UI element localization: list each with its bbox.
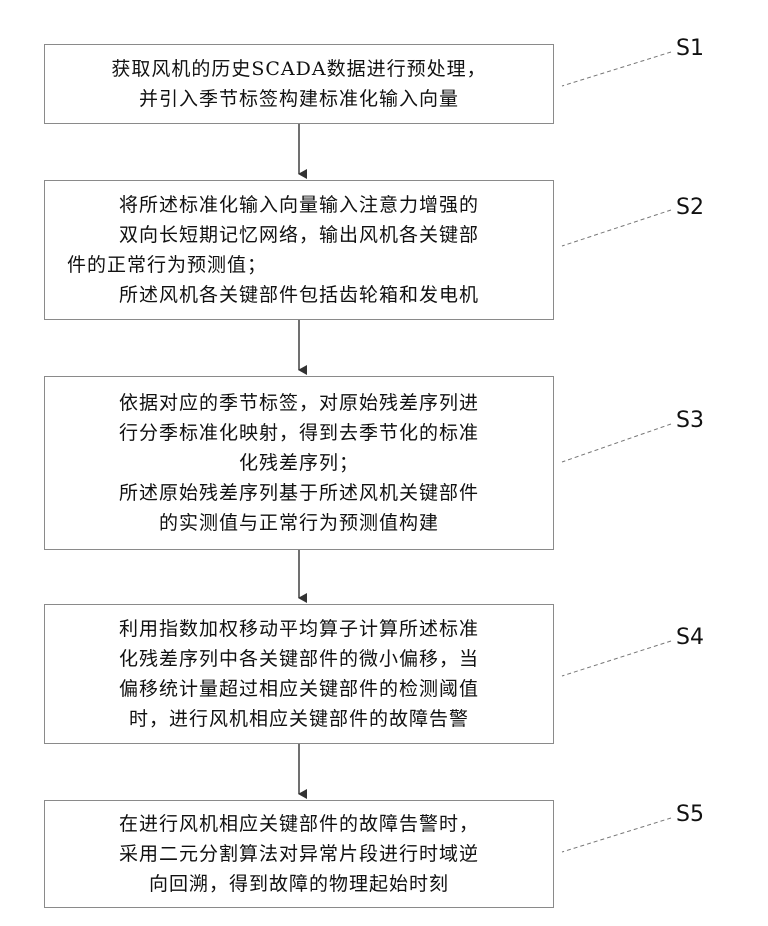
step-s3-line-3: 化残差序列； (45, 448, 553, 478)
step-s2-line-3: 件的正常行为预测值； (45, 250, 553, 280)
step-s5-line-1: 在进行风机相应关键部件的故障告警时， (45, 809, 553, 839)
step-s4-line-4: 时，进行风机相应关键部件的故障告警 (45, 704, 553, 734)
step-s3-line-4: 所述原始残差序列基于所述风机关键部件 (45, 478, 553, 508)
step-s2-line-1: 将所述标准化输入向量输入注意力增强的 (45, 190, 553, 220)
step-s4-line-2: 化残差序列中各关键部件的微小偏移，当 (45, 644, 553, 674)
step-label-s4: S4 (676, 625, 704, 650)
step-label-s1: S1 (676, 36, 704, 61)
leader-s1 (562, 52, 671, 86)
leader-s4 (562, 641, 671, 676)
step-s5-line-3: 向回溯，得到故障的物理起始时刻 (45, 869, 553, 899)
step-s3-line-2: 行分季标准化映射，得到去季节化的标准 (45, 418, 553, 448)
leader-s5 (562, 818, 671, 852)
step-s2-line-4: 所述风机各关键部件包括齿轮箱和发电机 (45, 280, 553, 310)
step-box-s1: 获取风机的历史SCADA数据进行预处理， 并引入季节标签构建标准化输入向量 (44, 44, 554, 124)
step-label-s2: S2 (676, 195, 704, 220)
step-s5-line-2: 采用二元分割算法对异常片段进行时域逆 (45, 839, 553, 869)
leader-s3 (562, 424, 671, 462)
step-s1-line-1: 获取风机的历史SCADA数据进行预处理， (45, 54, 553, 84)
step-s2-line-2: 双向长短期记忆网络，输出风机各关键部 (45, 220, 553, 250)
step-label-s3: S3 (676, 408, 704, 433)
step-s1-line-2: 并引入季节标签构建标准化输入向量 (45, 84, 553, 114)
step-s4-line-1: 利用指数加权移动平均算子计算所述标准 (45, 614, 553, 644)
step-s3-line-1: 依据对应的季节标签，对原始残差序列进 (45, 388, 553, 418)
step-label-s5: S5 (676, 802, 704, 827)
leader-s2 (562, 210, 671, 246)
step-box-s2: 将所述标准化输入向量输入注意力增强的 双向长短期记忆网络，输出风机各关键部 件的… (44, 180, 554, 320)
step-s4-line-3: 偏移统计量超过相应关键部件的检测阈值 (45, 674, 553, 704)
step-box-s5: 在进行风机相应关键部件的故障告警时， 采用二元分割算法对异常片段进行时域逆 向回… (44, 800, 554, 908)
step-box-s3: 依据对应的季节标签，对原始残差序列进 行分季标准化映射，得到去季节化的标准 化残… (44, 376, 554, 550)
step-box-s4: 利用指数加权移动平均算子计算所述标准 化残差序列中各关键部件的微小偏移，当 偏移… (44, 604, 554, 744)
step-s3-line-5: 的实测值与正常行为预测值构建 (45, 508, 553, 538)
